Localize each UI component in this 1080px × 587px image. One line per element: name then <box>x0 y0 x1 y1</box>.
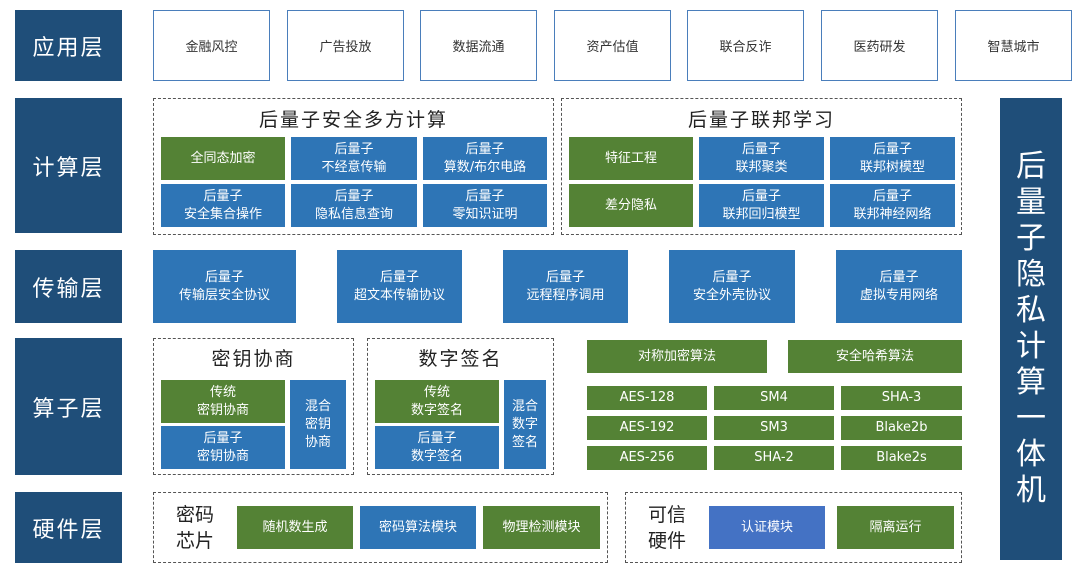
algo-sm3: SM3 <box>714 416 834 440</box>
sig-pq: 后量子 数字签名 <box>375 426 499 469</box>
layer-application: 应用层 <box>15 10 122 81</box>
fl-item-nn: 后量子 联邦神经网络 <box>830 184 955 227</box>
fl-item-tree: 后量子 联邦树模型 <box>830 137 955 180</box>
key-hybrid: 混合 密钥 协商 <box>290 380 346 469</box>
mpc-item-pir: 后量子 隐私信息查询 <box>291 184 417 227</box>
mpc-item-circuit: 后量子 算数/布尔电路 <box>423 137 547 180</box>
transport-tls: 后量子 传输层安全协议 <box>153 250 296 323</box>
trusted-hardware-label: 可信 硬件 <box>647 503 686 552</box>
app-advertising: 广告投放 <box>287 10 404 81</box>
app-anti-fraud: 联合反诈 <box>687 10 804 81</box>
app-asset-valuation: 资产估值 <box>554 10 671 81</box>
transport-http: 后量子 超文本传输协议 <box>337 250 462 323</box>
mpc-item-set-ops: 后量子 安全集合操作 <box>161 184 285 227</box>
transport-ssh: 后量子 安全外壳协议 <box>669 250 795 323</box>
algo-aes-128: AES-128 <box>587 386 707 410</box>
layer-hardware: 硬件层 <box>15 492 122 563</box>
fl-item-clustering: 后量子 联邦聚类 <box>699 137 824 180</box>
fl-item-dp: 差分隐私 <box>569 184 693 227</box>
layer-compute: 计算层 <box>15 98 122 233</box>
algo-aes-192: AES-192 <box>587 416 707 440</box>
mpc-item-ot: 后量子 不经意传输 <box>291 137 417 180</box>
mpc-item-zkp: 后量子 零知识证明 <box>423 184 547 227</box>
crypto-chip-label: 密码 芯片 <box>175 503 214 552</box>
key-exchange-title: 密钥协商 <box>211 348 296 370</box>
layer-transport: 传输层 <box>15 250 122 323</box>
symmetric-encryption-title: 对称加密算法 <box>587 340 767 373</box>
side-title: 后 量 子 隐 私 计 算 一 体 机 <box>1000 98 1062 560</box>
algo-blake2s: Blake2s <box>841 446 962 470</box>
secure-hash-title: 安全哈希算法 <box>788 340 962 373</box>
app-financial-risk: 金融风控 <box>153 10 270 81</box>
app-smart-city: 智慧城市 <box>955 10 1072 81</box>
algo-sm4: SM4 <box>714 386 834 410</box>
key-pq: 后量子 密钥协商 <box>161 426 285 469</box>
chip-physical-detect: 物理检测模块 <box>483 506 600 549</box>
signature-title: 数字签名 <box>418 348 503 370</box>
key-traditional: 传统 密钥协商 <box>161 380 285 423</box>
chip-rng: 随机数生成 <box>237 506 353 549</box>
app-data-circulation: 数据流通 <box>420 10 537 81</box>
trusted-isolation: 隔离运行 <box>837 506 954 549</box>
fl-item-regression: 后量子 联邦回归模型 <box>699 184 824 227</box>
algo-aes-256: AES-256 <box>587 446 707 470</box>
mpc-item-fhe: 全同态加密 <box>161 137 285 180</box>
sig-traditional: 传统 数字签名 <box>375 380 499 423</box>
algo-sha-2: SHA-2 <box>714 446 834 470</box>
chip-crypto-module: 密码算法模块 <box>360 506 476 549</box>
mpc-title: 后量子安全多方计算 <box>258 109 448 131</box>
trusted-auth-module: 认证模块 <box>709 506 825 549</box>
transport-vpn: 后量子 虚拟专用网络 <box>836 250 962 323</box>
layer-operator: 算子层 <box>15 338 122 475</box>
app-medical-rd: 医药研发 <box>821 10 938 81</box>
sig-hybrid: 混合 数字 签名 <box>504 380 546 469</box>
transport-rpc: 后量子 远程程序调用 <box>503 250 628 323</box>
algo-blake2b: Blake2b <box>841 416 962 440</box>
fl-item-feature-eng: 特征工程 <box>569 137 693 180</box>
algo-sha-3: SHA-3 <box>841 386 962 410</box>
fl-title: 后量子联邦学习 <box>687 109 835 131</box>
